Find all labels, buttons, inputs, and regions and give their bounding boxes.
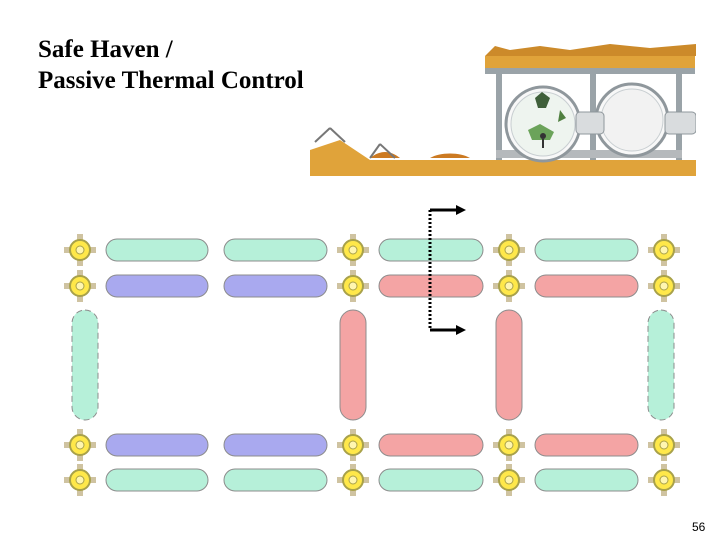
heat-flow-arrows (428, 205, 466, 335)
vertical-pipe-warm (339, 309, 367, 421)
pipe-cold (223, 274, 328, 298)
pipe-warm (534, 433, 639, 457)
node-joint-core (504, 281, 514, 291)
node-joint-core (75, 440, 85, 450)
node-joint-core (659, 440, 669, 450)
node-joint-core (348, 245, 358, 255)
node-joint-core (75, 475, 85, 485)
node-joint-core (504, 475, 514, 485)
vertical-pipe-cool (71, 309, 99, 421)
pipe-cool (378, 468, 484, 492)
node-joint-core (659, 475, 669, 485)
node-joint-core (348, 281, 358, 291)
pipe-cool (105, 468, 209, 492)
pipe-cool (223, 238, 328, 262)
pipe-cool (534, 238, 639, 262)
pipe-warm (378, 433, 484, 457)
node-joint-core (659, 245, 669, 255)
pipe-cool (105, 238, 209, 262)
pipe-cool (223, 468, 328, 492)
title-line-1: Safe Haven / (38, 36, 173, 63)
node-joint-core (504, 440, 514, 450)
node-joint-core (75, 281, 85, 291)
vertical-pipe-cool (647, 309, 675, 421)
pipe-warm (534, 274, 639, 298)
vertical-pipe-warm (495, 309, 523, 421)
pipe-cold (223, 433, 328, 457)
pipe-cool (534, 468, 639, 492)
thermal-control-diagram (64, 205, 680, 496)
node-joint-core (659, 281, 669, 291)
title-line-2: Passive Thermal Control (38, 67, 304, 94)
node-joint-core (504, 245, 514, 255)
slide-title: Safe Haven / Passive Thermal Control (38, 34, 304, 96)
habitat-cross-section-image (310, 0, 696, 176)
pipe-cold (105, 274, 209, 298)
pipe-cold (105, 433, 209, 457)
node-joint-core (348, 440, 358, 450)
node-joint-core (75, 245, 85, 255)
node-joint-core (348, 475, 358, 485)
slide-page-number: 56 (692, 520, 706, 534)
